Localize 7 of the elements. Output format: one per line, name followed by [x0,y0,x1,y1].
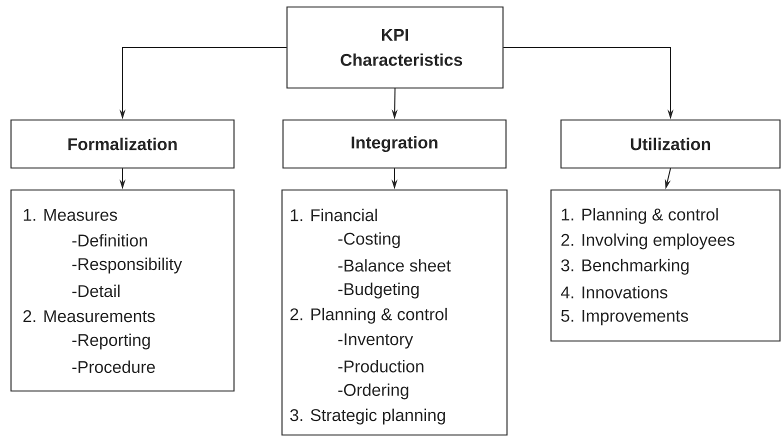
list-box: 1. Measures -Definition -Responsibility -Detail 2. Measurements -Reporting -Procedure [10,189,235,392]
category-box: Integration [282,119,507,169]
list-box: 1. Planning & control 2. Involving employees 3. Benchmarking 4. Innovations 5. Improvements [550,189,781,342]
category-box: Formalization [10,119,235,169]
list-box: 1. Financial -Costing -Balance sheet -Budgeting 2. Planning & control -Inventory -Production -Ordering 3. Strategic planning [281,189,508,436]
title-box: KPI Characteristics [286,6,504,89]
category-box: Utilization [560,119,781,169]
